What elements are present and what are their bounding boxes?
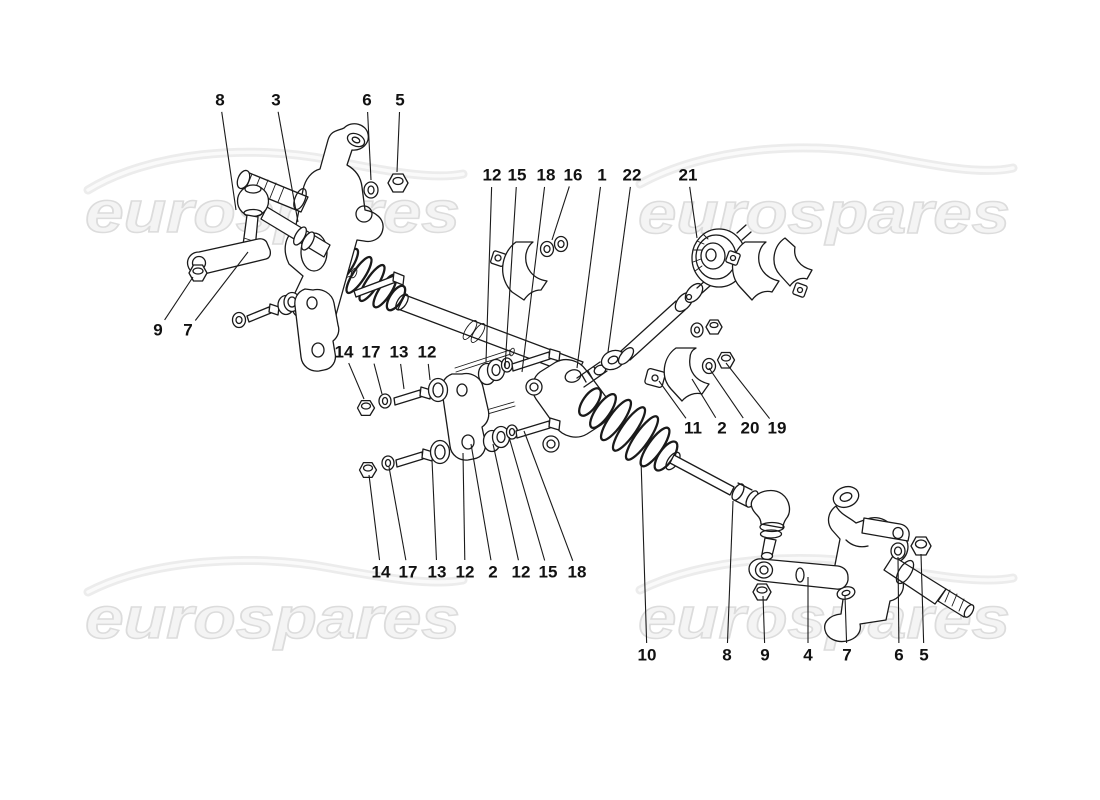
leader-line (689, 186, 698, 239)
leader-line (368, 474, 381, 561)
leader-line (576, 186, 602, 369)
leader-line (462, 452, 466, 561)
part-number-label: 8 (215, 91, 224, 110)
leader-line (504, 186, 517, 369)
part-number-label: 16 (564, 166, 583, 185)
lower-clamp-group (644, 319, 736, 402)
part-number-label: 18 (568, 563, 587, 582)
part-number-label: 12 (512, 563, 531, 582)
leader-line (658, 380, 687, 419)
left-tie-rod-end (186, 184, 331, 282)
watermark-swoosh (86, 150, 465, 192)
part-number-label: 9 (760, 646, 769, 665)
part-number-label: 4 (803, 646, 813, 665)
part-number-label: 2 (488, 563, 497, 582)
leader-line (400, 363, 405, 390)
part-number-label: 10 (638, 646, 657, 665)
part-number-label: 12 (483, 166, 502, 185)
part-number-label: 17 (399, 563, 418, 582)
part-number-label: 13 (390, 343, 409, 362)
leader-line (640, 458, 648, 644)
part-number-label: 11 (684, 419, 702, 438)
leader-line (431, 459, 438, 561)
part-number-label: 20 (741, 419, 760, 438)
leader-line (221, 111, 237, 211)
leader-line (726, 500, 734, 644)
watermark-text: eurospares (638, 181, 1010, 246)
watermark-swoosh (638, 146, 1015, 186)
leader-line (844, 595, 848, 644)
center-mount-bracket (356, 347, 561, 479)
part-number-label: 13 (428, 563, 447, 582)
leader-line (277, 111, 299, 223)
washer (890, 542, 906, 560)
leader-line (492, 443, 519, 561)
left-steering-arm (186, 238, 272, 276)
part-number-label: 5 (919, 646, 928, 665)
leader-line (470, 443, 492, 561)
leader-line (427, 363, 431, 381)
intermediate-shaft (617, 224, 752, 365)
leader-line (396, 111, 401, 173)
upper-clamp-group (490, 235, 813, 301)
leader-line (388, 466, 407, 561)
part-number-label: 7 (842, 646, 851, 665)
leader-line (762, 595, 766, 644)
leader-line (348, 362, 365, 400)
part-number-label: 2 (717, 419, 726, 438)
part-number-label: 7 (183, 321, 192, 340)
nut (387, 173, 409, 193)
leader-line (485, 186, 493, 363)
leader-line (691, 378, 717, 419)
leader-line (373, 363, 383, 395)
part-number-label: 21 (679, 166, 698, 185)
part-number-label: 5 (395, 91, 404, 110)
right-steering-arm (748, 558, 849, 590)
part-number-label: 19 (768, 419, 787, 438)
part-number-label: 1 (597, 166, 606, 185)
leader-line (725, 362, 771, 419)
leader-line (523, 430, 574, 561)
part-number-label: 6 (894, 646, 903, 665)
part-number-label: 9 (153, 321, 162, 340)
leader-line (607, 186, 631, 353)
part-number-label: 8 (722, 646, 731, 665)
leader-line (897, 556, 900, 644)
watermark-text: eurospares (638, 586, 1010, 651)
watermark-text: eurospares (85, 586, 460, 651)
part-number-label: 15 (539, 563, 558, 582)
leader-line (164, 276, 194, 321)
leader-line (521, 186, 546, 373)
part-number-label: 12 (456, 563, 475, 582)
leader-line (551, 186, 570, 241)
leader-line (367, 111, 372, 181)
part-number-label: 17 (362, 343, 381, 362)
part-number-label: 14 (372, 563, 391, 582)
leader-line (194, 251, 249, 321)
leader-line (508, 436, 546, 561)
part-number-label: 18 (537, 166, 556, 185)
washer (363, 181, 379, 199)
center-rack-boot (578, 387, 681, 472)
part-number-label: 14 (335, 343, 354, 362)
part-number-label: 22 (623, 166, 642, 185)
leader-line (920, 553, 925, 644)
part-number-label: 3 (271, 91, 280, 110)
left-mount-bracket (231, 288, 340, 372)
leader-line (708, 367, 744, 419)
right-tie-rod-end (669, 454, 791, 561)
part-number-label: 12 (418, 343, 437, 362)
part-number-label: 6 (362, 91, 371, 110)
part-number-label: 15 (508, 166, 527, 185)
watermark-swoosh (86, 558, 465, 594)
